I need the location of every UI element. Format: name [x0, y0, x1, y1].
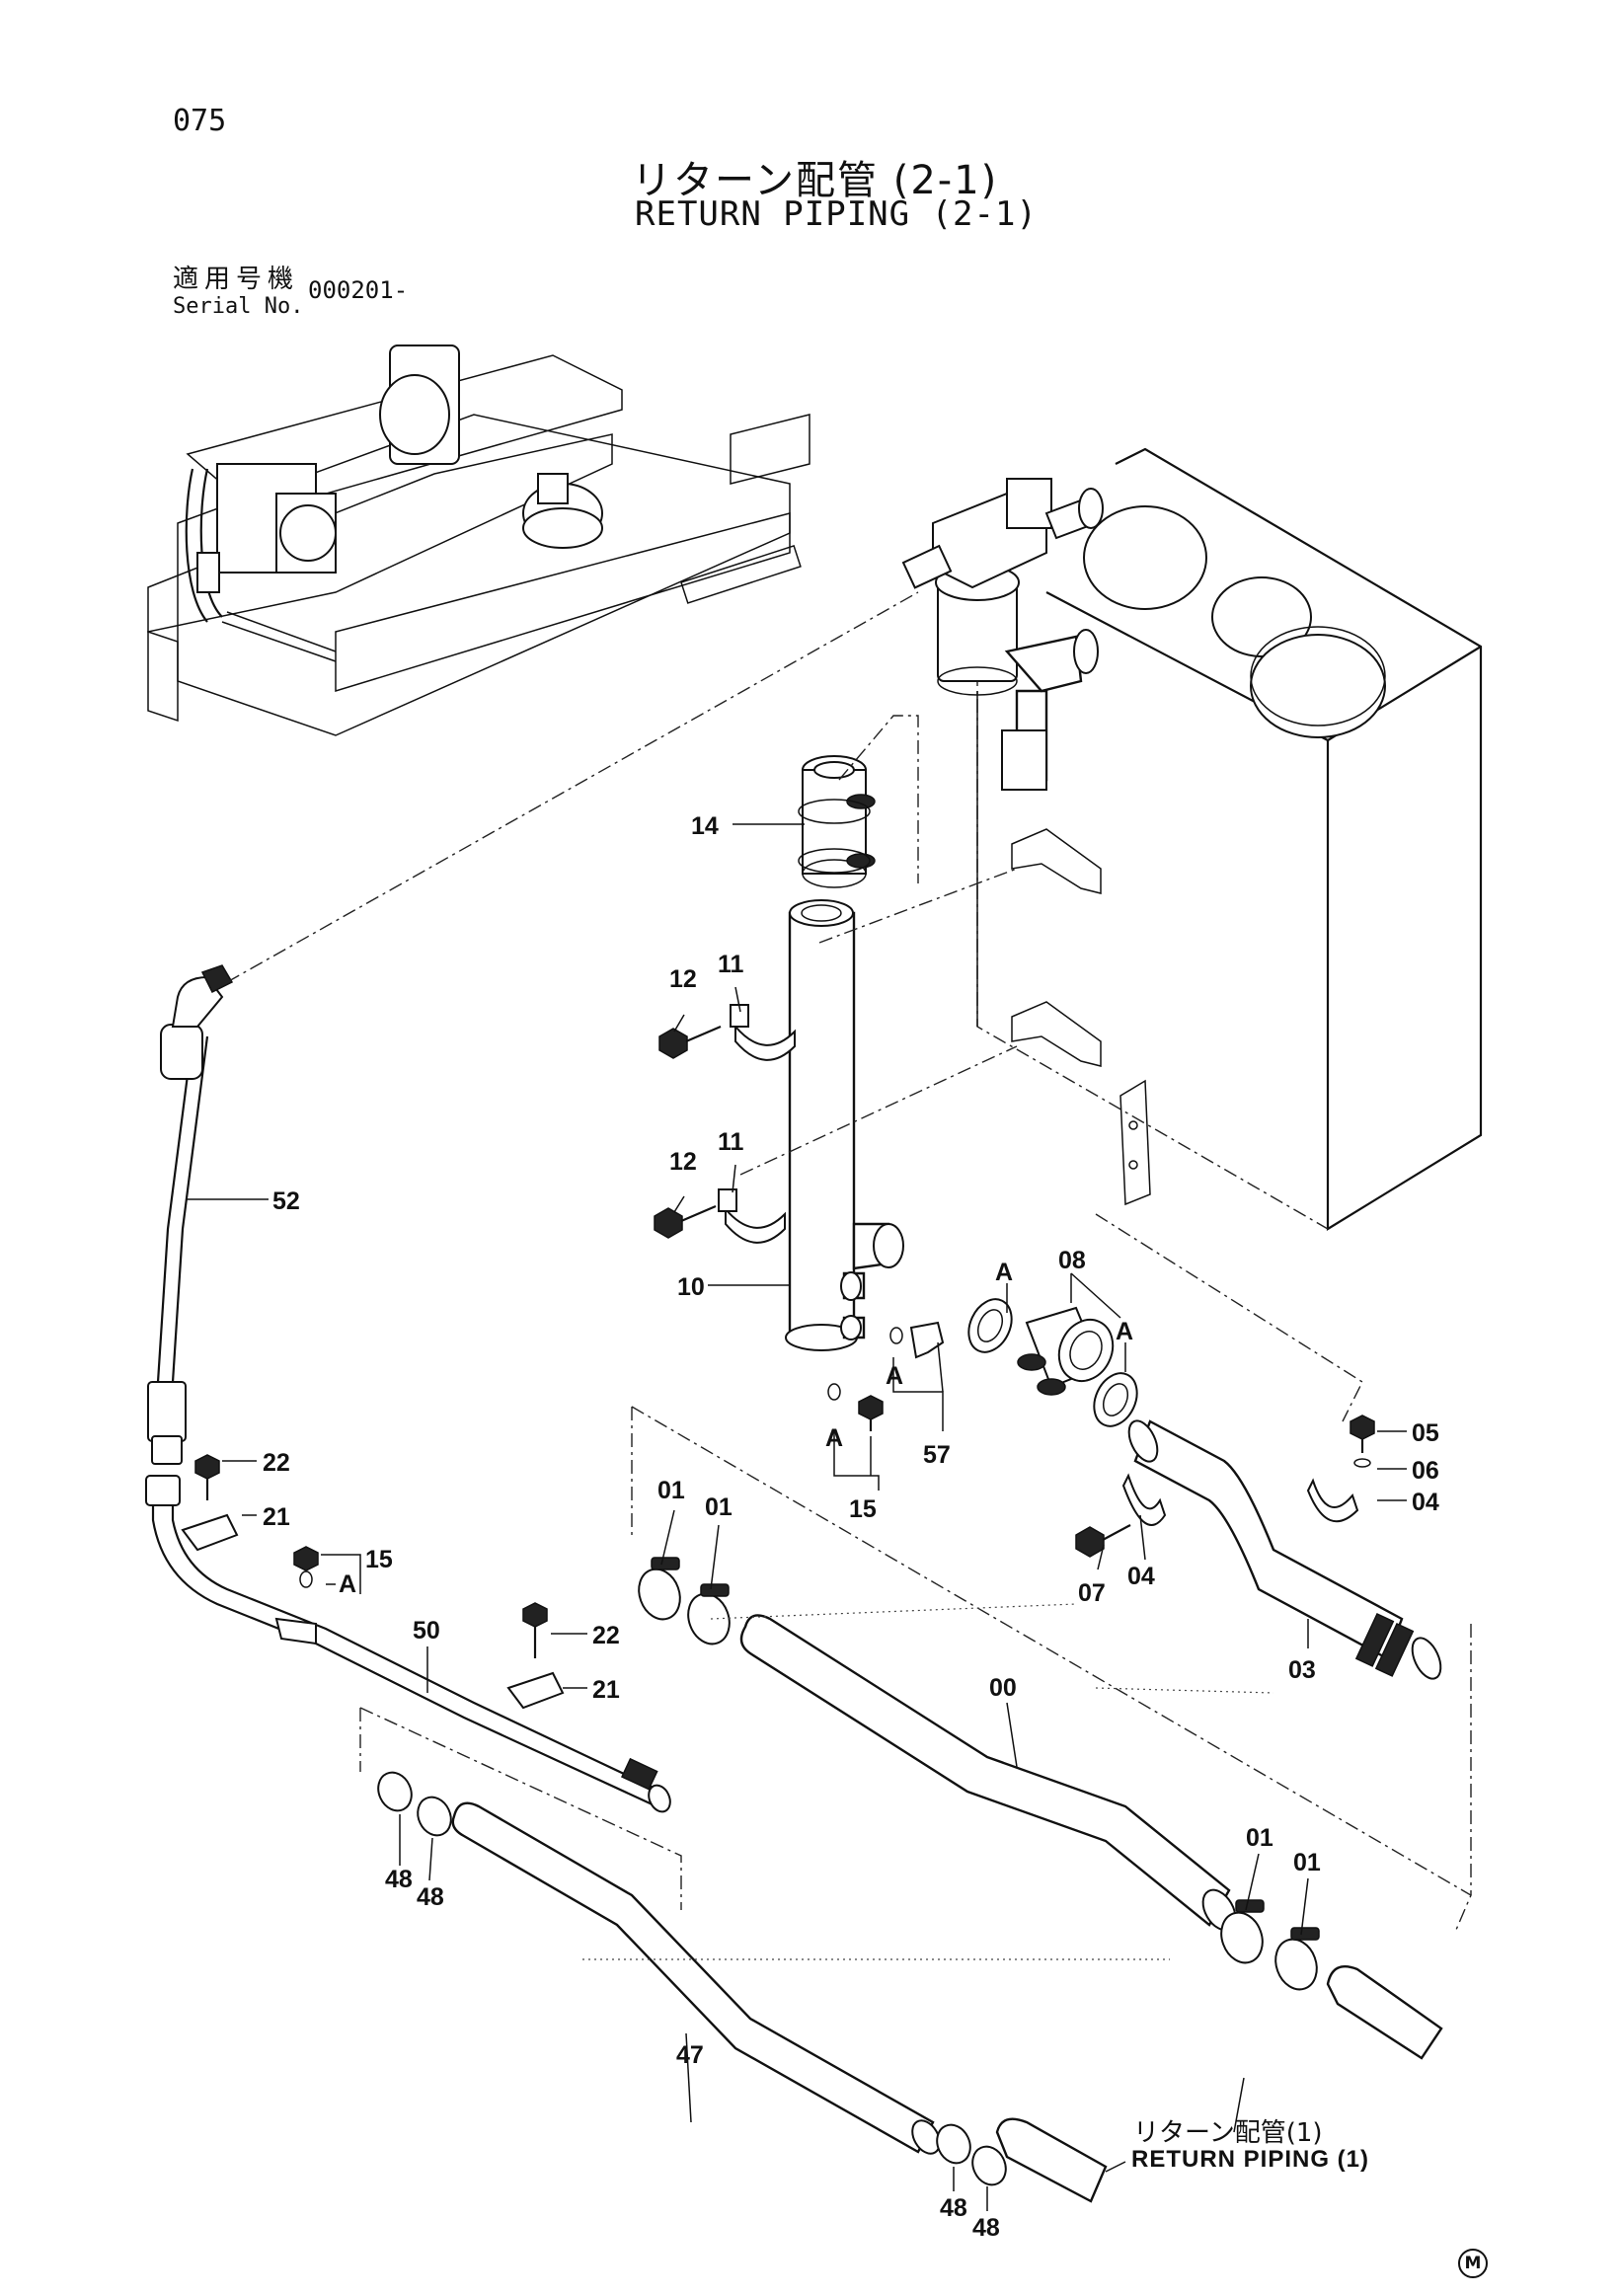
callout-06: 06	[1412, 1457, 1439, 1485]
callout-21: 21	[263, 1503, 290, 1531]
page-title-english: RETURN PIPING (2-1)	[635, 194, 1038, 234]
connecting-pipe-to-return-1	[995, 1964, 1443, 2203]
return-filter	[901, 478, 1104, 1027]
callout-47: 47	[676, 2041, 704, 2069]
callout-a: A	[1116, 1318, 1133, 1345]
reference-label-english: RETURN PIPING (1)	[1131, 2146, 1370, 2173]
hose-00	[739, 1614, 1237, 1932]
page-number: 075	[173, 104, 227, 138]
callout-05: 05	[1412, 1419, 1439, 1447]
callout-a: A	[825, 1424, 843, 1452]
callout-10: 10	[677, 1273, 705, 1301]
callout-00: 00	[989, 1674, 1017, 1702]
hose-03	[1127, 1419, 1442, 1680]
reference-label-japanese: リターン配管(1)	[1133, 2118, 1323, 2148]
machine-overview-illustration	[147, 344, 810, 736]
callout-12: 12	[669, 965, 697, 993]
callout-a: A	[995, 1259, 1013, 1286]
callout-03: 03	[1288, 1656, 1316, 1684]
callout-08: 08	[1058, 1247, 1086, 1274]
callout-48: 48	[417, 1883, 444, 1911]
callout-01: 01	[1246, 1824, 1273, 1852]
callout-48: 48	[385, 1866, 413, 1893]
serial-number-value: 000201-	[308, 276, 409, 304]
callout-11: 11	[718, 951, 744, 978]
hydraulic-tank	[976, 447, 1483, 1231]
pipe-52	[147, 964, 234, 1465]
leader-lines	[186, 823, 1407, 2211]
callout-labels: 14 12 11 12 11 52 10 A 08 A A 57 A 15 05…	[263, 812, 1439, 2242]
callout-a: A	[886, 1362, 903, 1390]
fittings-57-15	[827, 1321, 945, 1431]
callout-11: 11	[718, 1128, 744, 1156]
callout-14: 14	[691, 812, 719, 840]
clamp-04-group	[1075, 1415, 1375, 1558]
callout-15: 15	[365, 1546, 393, 1573]
serial-label-japanese: 適用号機	[173, 265, 300, 294]
pipe-clamps-11	[718, 1004, 796, 1244]
callout-04: 04	[1412, 1489, 1439, 1516]
adapter-08	[967, 1298, 1138, 1427]
serial-label-english: Serial No.	[173, 294, 304, 319]
callout-01: 01	[705, 1493, 733, 1521]
callout-07: 07	[1078, 1579, 1106, 1607]
callout-22: 22	[263, 1449, 290, 1477]
callout-52: 52	[272, 1187, 300, 1215]
pipe-10	[785, 899, 904, 1351]
callout-01: 01	[657, 1477, 685, 1504]
callout-01: 01	[1293, 1849, 1321, 1876]
hose-47	[451, 1801, 941, 2155]
reference-lines	[226, 591, 1472, 1960]
clamps-21-22	[181, 1454, 565, 1710]
callout-15: 15	[849, 1495, 877, 1523]
callout-48: 48	[940, 2194, 967, 2222]
callout-22: 22	[592, 1622, 620, 1649]
callout-12: 12	[669, 1148, 697, 1176]
callout-48: 48	[972, 2214, 1000, 2242]
pipe-50	[145, 1475, 671, 1813]
mounting-brackets	[1011, 828, 1151, 1206]
hose-clamps-48	[377, 1771, 1007, 2186]
callout-04: 04	[1127, 1563, 1155, 1590]
callout-a: A	[339, 1570, 356, 1598]
callout-57: 57	[923, 1441, 951, 1469]
bolts-12	[654, 1025, 722, 1239]
coupling-14	[798, 755, 876, 888]
circled-m-mark: M	[1458, 2249, 1488, 2278]
hose-clamps-01	[638, 1557, 1320, 1991]
callout-21: 21	[592, 1676, 620, 1704]
callout-50: 50	[413, 1617, 440, 1645]
page-title-japanese: リターン配管 (2-1)	[632, 158, 999, 203]
